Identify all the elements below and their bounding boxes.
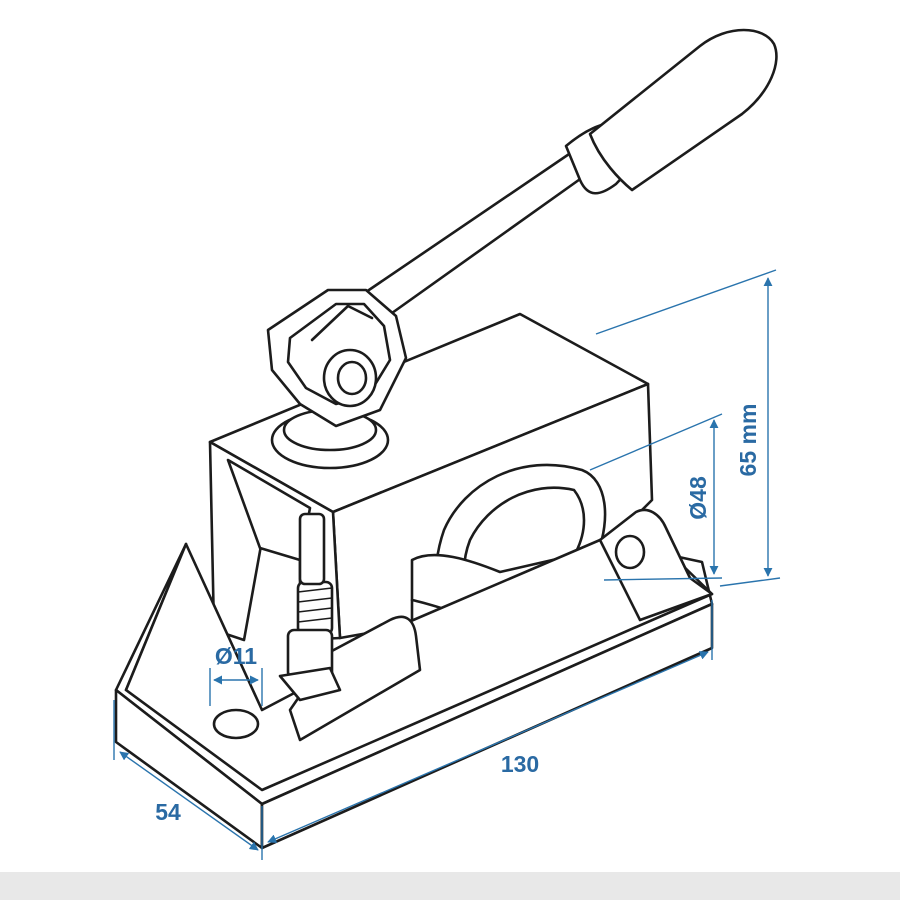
label-width: 54 [155,799,181,825]
dimension-130 [261,600,713,860]
dimension-54 [113,700,259,851]
lever-handle [364,28,778,320]
dimension-48 [589,413,723,581]
label-height: 65 mm [735,404,761,477]
dimension-65mm [595,269,781,587]
bottom-band [0,872,900,900]
pivot-knuckle [266,288,408,470]
label-bolt-hole-diameter: Ø11 [215,643,257,669]
label-length: 130 [501,751,539,777]
dimension-11 [209,668,263,706]
label-tube-diameter: Ø48 [685,476,711,520]
